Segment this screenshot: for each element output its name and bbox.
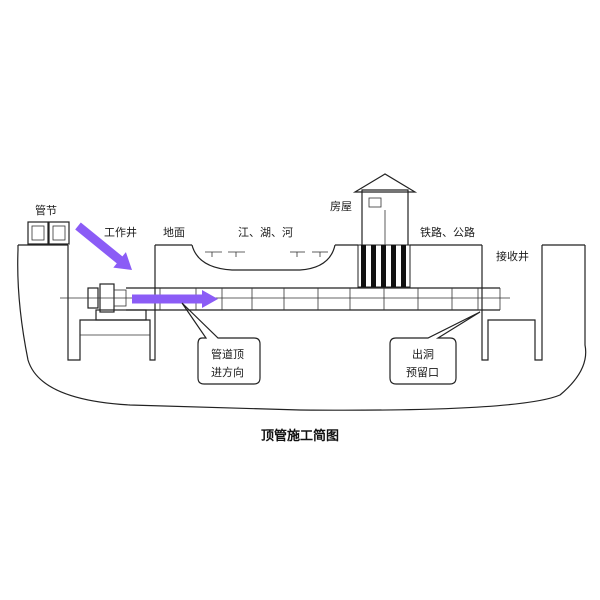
jacking-direction-callout [181,302,261,385]
label-river-lake: 江、湖、河 [238,226,293,239]
house [352,173,418,245]
label-house: 房屋 [330,200,352,213]
receiving-well [481,245,543,361]
label-receiving-well: 接收井 [496,249,529,263]
diagram-title: 顶管施工简图 [261,428,339,444]
lowering-arrow [75,222,132,270]
label-working-well: 工作井 [104,225,137,239]
water-marks [205,251,328,257]
railway-sleepers [357,244,411,288]
label-jacking-direction-1: 管道顶 [211,347,244,361]
exit-hole-callout [389,311,481,385]
earth-outline [17,245,587,411]
label-railway-road: 铁路、公路 [420,226,475,239]
river-bed [191,244,336,271]
label-exit-hole-1: 出洞 [412,347,434,361]
label-jacking-direction-2: 进方向 [211,365,244,379]
pipe-section-stack [27,221,70,245]
label-pipe-section: 管节 [35,203,57,217]
pipeline [126,287,501,311]
label-ground: 地面 [163,226,185,239]
jacking-direction-arrow [132,290,218,308]
label-exit-hole-2: 预留口 [406,366,439,379]
